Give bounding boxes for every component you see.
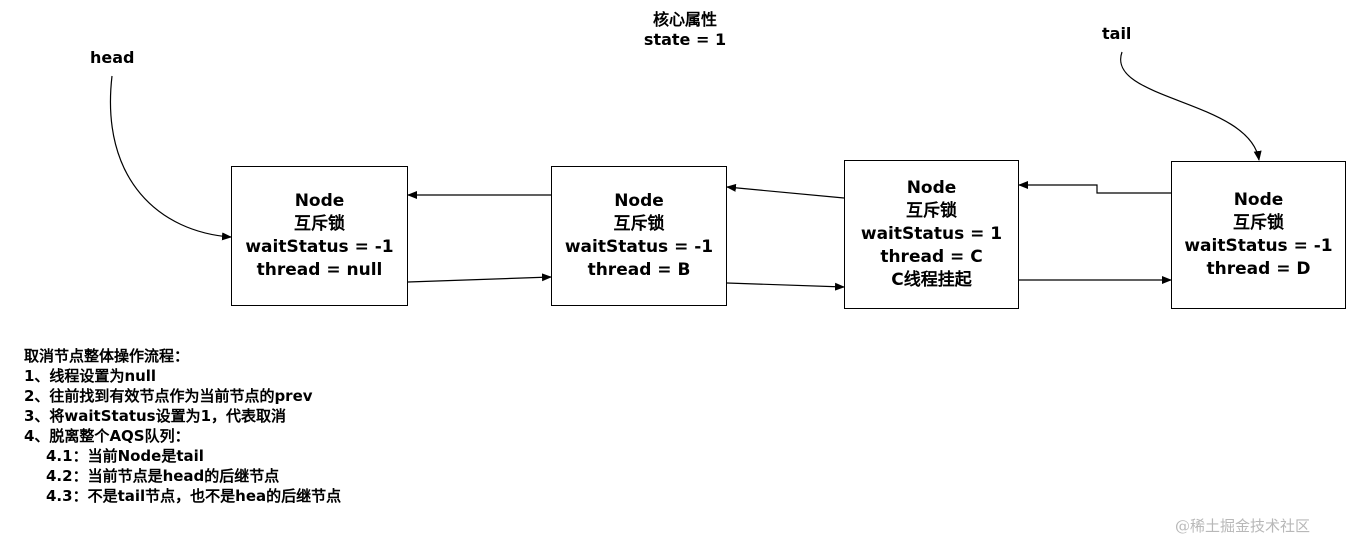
node-wait-status: waitStatus = 1: [860, 224, 1003, 244]
node-thread: thread = B: [587, 260, 691, 280]
core-attributes-label: 核心属性 state = 1: [620, 10, 750, 50]
substep-item: 4.2：当前节点是head的后继节点: [46, 467, 280, 485]
node-wait-status: waitStatus = -1: [564, 237, 714, 257]
node-wait-status: waitStatus = -1: [1184, 236, 1333, 256]
node-lock: 互斥锁: [1233, 213, 1284, 233]
tail-pointer-arrow: [1120, 51, 1262, 161]
node-lock: 互斥锁: [613, 214, 665, 234]
node-lock: 互斥锁: [906, 201, 957, 221]
substep-item: 4.1：当前Node是tail: [46, 447, 204, 465]
state-value: state = 1: [643, 30, 727, 49]
node-thread-state: C线程挂起: [891, 270, 972, 290]
node-3: Node 互斥锁 waitStatus = 1 thread = C C线程挂起: [844, 160, 1019, 309]
step-item: 3、将waitStatus设置为1，代表取消: [24, 407, 287, 425]
step-item: 2、往前找到有效节点作为当前节点的prev: [24, 387, 313, 405]
head-pointer-label: head: [90, 48, 135, 67]
cancel-steps-list: 取消节点整体操作流程： 1、线程设置为null 2、往前找到有效节点作为当前节点…: [24, 346, 341, 506]
node-title: Node: [614, 191, 664, 211]
prev-arrow-node3-to-node2: [726, 183, 845, 199]
node-wait-status: waitStatus = -1: [245, 237, 394, 257]
step-item: 1、线程设置为null: [24, 367, 157, 385]
node-2: Node 互斥锁 waitStatus = -1 thread = B: [551, 166, 727, 306]
next-arrow-node2-to-node3: [726, 282, 845, 291]
watermark: @稀土掘金技术社区: [1174, 517, 1310, 535]
substep-item: 4.3：不是tail节点，也不是hea的后继节点: [46, 487, 342, 505]
node-title: Node: [294, 191, 345, 211]
node-title: Node: [1233, 190, 1284, 210]
core-attributes-title: 核心属性: [652, 10, 717, 29]
node-thread: thread = C: [880, 247, 983, 267]
next-arrow-node1-to-node2: [407, 273, 552, 283]
steps-heading: 取消节点整体操作流程：: [24, 347, 190, 365]
prev-arrow-node4-to-node3: [1018, 181, 1171, 194]
tail-pointer-label: tail: [1102, 24, 1132, 43]
node-row: Node 互斥锁 waitStatus = -1 thread = null N…: [231, 160, 1346, 309]
node-4: Node 互斥锁 waitStatus = -1 thread = D: [1171, 161, 1346, 309]
node-thread: thread = D: [1206, 259, 1311, 279]
node-1: Node 互斥锁 waitStatus = -1 thread = null: [231, 166, 408, 306]
node-title: Node: [906, 178, 957, 198]
head-pointer-arrow: [109, 75, 232, 241]
node-lock: 互斥锁: [294, 214, 345, 234]
node-thread: thread = null: [256, 260, 383, 280]
step-item: 4、脱离整个AQS队列：: [24, 427, 190, 445]
